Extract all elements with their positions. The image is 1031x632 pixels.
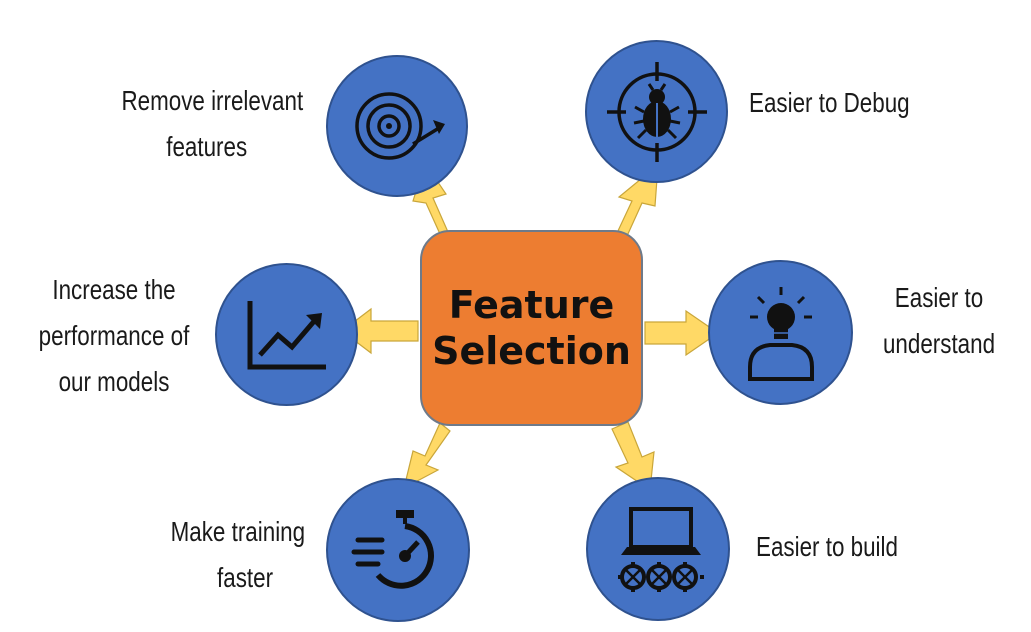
bug-crosshair-icon — [606, 61, 707, 162]
hub-title-line1: Feature — [448, 283, 615, 327]
label-line: Increase the — [52, 274, 176, 305]
target-icon — [355, 92, 445, 160]
label-line: faster — [216, 562, 273, 593]
label-remove-features: Remove irrelevant features — [121, 78, 303, 170]
arrow-to-debug — [616, 163, 659, 237]
label-line: understand — [882, 328, 996, 359]
stopwatch-icon — [351, 510, 434, 589]
label-line: features — [166, 131, 247, 162]
label-line: Remove irrelevant — [121, 85, 303, 116]
label-build: Easier to build — [756, 524, 898, 570]
label-understand: Easier to understand — [877, 275, 1000, 367]
arrow-to-training — [403, 422, 451, 490]
node-performance — [215, 263, 358, 406]
arrow-to-build — [611, 421, 655, 492]
label-line: Make training — [170, 516, 305, 547]
hub-title-line2: Selection — [432, 329, 631, 373]
node-remove-features — [326, 55, 468, 197]
arrow-to-understand — [644, 309, 720, 357]
feature-selection-box: Feature Selection — [420, 230, 643, 426]
label-performance: Increase the performance of our models — [37, 267, 191, 405]
label-line: Easier to build — [756, 531, 898, 562]
node-understand — [708, 260, 853, 405]
label-debug: Easier to Debug — [749, 80, 910, 126]
label-line: performance of — [38, 320, 190, 351]
node-debug — [585, 40, 728, 183]
node-build — [586, 477, 730, 621]
label-line: Easier to — [894, 282, 984, 313]
label-line: our models — [58, 366, 170, 397]
label-line: Easier to Debug — [749, 87, 910, 118]
node-training — [326, 478, 470, 622]
laptop-gears-icon — [618, 507, 704, 592]
label-training: Make training faster — [171, 509, 305, 601]
trend-chart-icon — [247, 300, 326, 369]
lightbulb-person-icon — [747, 286, 814, 381]
